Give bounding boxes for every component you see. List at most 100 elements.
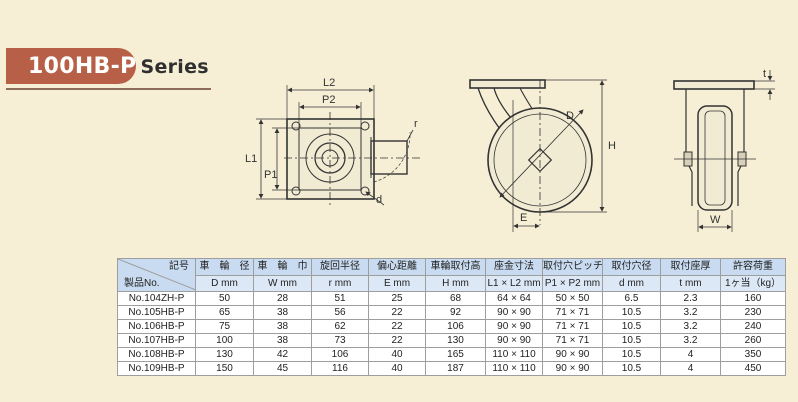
table-cell: 75 xyxy=(195,319,254,334)
dim-wheel-diameter: D xyxy=(566,110,574,122)
table-cell: 150 xyxy=(195,361,254,376)
table-header-row: 記号 製品No. 車 輪 径 車 輪 巾 旋回半径 偏心距離 車輪取付高 座金寸… xyxy=(117,258,786,292)
table-cell: 10.5 xyxy=(602,347,661,362)
side-view-drawing xyxy=(469,79,607,232)
table-cell: 40 xyxy=(368,347,426,362)
table-cell: 90 × 90 xyxy=(542,361,603,376)
table-cell: 100 xyxy=(195,333,254,348)
caster-drawings: L2 P2 L1 P1 r d D H E xyxy=(245,68,775,232)
table-cell: 73 xyxy=(311,333,369,348)
dim-l2: L2 xyxy=(323,77,335,89)
table-cell: 38 xyxy=(253,305,312,320)
table-unit-row: D mm W mm r mm E mm H mm L1 × L2 mm P1 ×… xyxy=(118,275,786,292)
series-banner xyxy=(6,48,136,84)
col-header-jp: 取付穴径 xyxy=(602,258,661,276)
table-row: No.108HB-P 130 42 106 40 165 110 × 110 9… xyxy=(117,347,786,362)
table-cell: 6.5 xyxy=(602,291,661,306)
corner-header: 記号 製品No. xyxy=(117,258,196,292)
product-no: No.106HB-P xyxy=(117,319,196,334)
table-cell: 2.3 xyxy=(660,291,721,306)
corner-product-label: 製品No. xyxy=(124,278,160,289)
table-cell: 90 × 90 xyxy=(485,333,543,348)
table-cell: 165 xyxy=(425,347,486,362)
table-cell: 38 xyxy=(253,319,312,334)
table-cell: 450 xyxy=(720,361,786,376)
table-cell: 50 xyxy=(195,291,254,306)
table-cell: 71 × 71 xyxy=(542,305,603,320)
table-cell: 45 xyxy=(253,361,312,376)
table-cell: 28 xyxy=(253,291,312,306)
table-row: No.107HB-P 100 38 73 22 130 90 × 90 71 ×… xyxy=(117,333,786,348)
table-cell: 90 × 90 xyxy=(542,347,603,362)
table-cell: 3.2 xyxy=(660,333,721,348)
table-cell: 116 xyxy=(311,361,369,376)
table-cell: 10.5 xyxy=(602,333,661,348)
table-cell: 90 × 90 xyxy=(485,305,543,320)
col-header-unit: r mm xyxy=(311,275,369,292)
col-header-unit: W mm xyxy=(253,275,312,292)
col-header-unit: L1 × L2 mm xyxy=(485,275,543,292)
table-cell: 160 xyxy=(720,291,786,306)
dim-d: d xyxy=(376,194,382,206)
table-cell: 10.5 xyxy=(602,305,661,320)
col-header-unit: H mm xyxy=(425,275,486,292)
table-cell: 230 xyxy=(720,305,786,320)
table-cell: 260 xyxy=(720,333,786,348)
dim-width: W xyxy=(710,214,721,226)
table-cell: 22 xyxy=(368,319,426,334)
dim-p2: P2 xyxy=(322,94,335,106)
top-view-drawing xyxy=(256,85,420,206)
table-cell: 10.5 xyxy=(602,319,661,334)
corner-diagonal xyxy=(118,259,195,290)
table-cell: 3.2 xyxy=(660,319,721,334)
table-cell: 68 xyxy=(425,291,486,306)
dim-r: r xyxy=(414,118,418,130)
table-cell: 130 xyxy=(195,347,254,362)
col-header-unit: P1 × P2 mm xyxy=(542,275,603,292)
table-cell: 62 xyxy=(311,319,369,334)
col-header-unit: D mm xyxy=(195,275,254,292)
col-header-unit: 1ヶ当（kg） xyxy=(720,275,786,292)
dim-thickness: t xyxy=(763,68,766,80)
table-row: No.104ZH-P 50 28 51 25 68 64 × 64 50 × 5… xyxy=(117,291,786,306)
col-header-jp: 車 輪 径 xyxy=(195,258,254,276)
table-cell: 130 xyxy=(425,333,486,348)
product-no: No.109HB-P xyxy=(117,361,196,376)
table-cell: 56 xyxy=(311,305,369,320)
table-row: No.105HB-P 65 38 56 22 92 90 × 90 71 × 7… xyxy=(117,305,786,320)
table-cell: 106 xyxy=(311,347,369,362)
product-no: No.108HB-P xyxy=(117,347,196,362)
product-no: No.105HB-P xyxy=(117,305,196,320)
table-cell: 22 xyxy=(368,333,426,348)
table-cell: 10.5 xyxy=(602,361,661,376)
dim-offset: E xyxy=(520,212,527,224)
col-header-jp: 座金寸法 xyxy=(485,258,543,276)
spec-table: 記号 製品No. 車 輪 径 車 輪 巾 旋回半径 偏心距離 車輪取付高 座金寸… xyxy=(117,258,786,376)
col-header-jp: 取付座厚 xyxy=(660,258,721,276)
table-cell: 187 xyxy=(425,361,486,376)
table-cell: 22 xyxy=(368,305,426,320)
table-cell: 71 × 71 xyxy=(542,319,603,334)
title-underline xyxy=(6,88,211,90)
table-cell: 51 xyxy=(311,291,369,306)
dim-l1: L1 xyxy=(245,153,257,165)
col-header-unit: E mm xyxy=(368,275,426,292)
table-cell: 3.2 xyxy=(660,305,721,320)
dim-height: H xyxy=(608,140,616,152)
table-cell: 4 xyxy=(660,361,721,376)
table-cell: 65 xyxy=(195,305,254,320)
col-header-unit: t mm xyxy=(660,275,721,292)
col-header-jp: 偏心距離 xyxy=(368,258,426,276)
col-header-jp: 車輪取付高 xyxy=(425,258,486,276)
table-cell: 64 × 64 xyxy=(485,291,543,306)
table-row: No.109HB-P 150 45 116 40 187 110 × 110 9… xyxy=(117,361,786,376)
table-cell: 71 × 71 xyxy=(542,333,603,348)
col-header-jp: 許容荷重 xyxy=(720,258,786,276)
product-no: No.104ZH-P xyxy=(117,291,196,306)
table-cell: 92 xyxy=(425,305,486,320)
model-name: 100HB-P xyxy=(28,54,137,79)
table-cell: 4 xyxy=(660,347,721,362)
front-view-drawing xyxy=(673,70,775,232)
col-header-jp: 旋回半径 xyxy=(311,258,369,276)
